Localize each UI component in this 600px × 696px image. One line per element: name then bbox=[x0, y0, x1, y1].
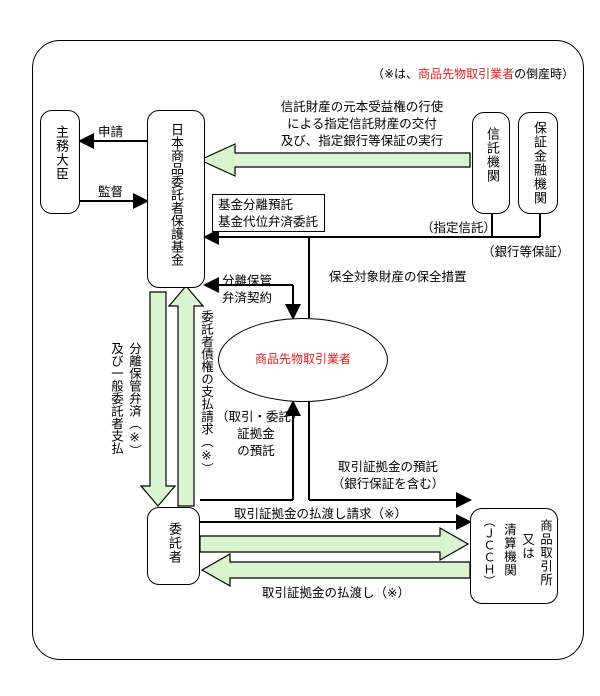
margin-deposit-label: 取引証拠金の預託 （銀行保証を含む） bbox=[331, 459, 445, 491]
guarantee-bank-box: 保証金融機関 bbox=[518, 112, 558, 214]
preservation-label: 保全対象財産の保全措置 bbox=[329, 269, 467, 284]
separate-payment-arrow bbox=[139, 291, 177, 507]
client-to-exchange-arrow bbox=[199, 526, 470, 562]
exchange-box: 商品取引所 又は 清算機関 （ＪＣＣＨ） bbox=[470, 508, 558, 604]
deposit-label: （取引・委託） 証拠金 の預託 bbox=[216, 409, 304, 458]
client-box: 委託者 bbox=[147, 507, 200, 585]
exchange-label-2: 又は bbox=[520, 533, 535, 560]
fund-label: 日本商品委託者保護基金 bbox=[168, 123, 183, 266]
separate-contract-label: 分離保管 弁済契約 bbox=[222, 273, 273, 305]
trust-bank-box: 信託機関 bbox=[472, 112, 510, 214]
bank-guarantee-label: （銀行等保証） bbox=[482, 244, 570, 259]
exchange-label-1: 商品取引所 bbox=[538, 519, 553, 587]
claim-label: 委託者債権の支払請求（※） bbox=[199, 310, 214, 475]
broker-ellipse: 商品先物取引業者 bbox=[218, 318, 388, 402]
guarantee-bank-label: 保証金融機関 bbox=[531, 121, 546, 205]
refund-label: 取引証拠金の払渡し（※） bbox=[262, 585, 410, 600]
fund-box: 日本商品委託者保護基金 bbox=[147, 110, 205, 288]
designated-trust-label: （指定信託） bbox=[421, 220, 497, 235]
refund-request-label: 取引証拠金の払渡し請求（※） bbox=[234, 506, 407, 521]
exchange-label-4: （ＪＣＣＨ） bbox=[482, 515, 496, 587]
minister-box: 主務大臣 bbox=[40, 110, 80, 214]
exchange-label-3: 清算機関 bbox=[502, 523, 517, 577]
minister-label: 主務大臣 bbox=[53, 125, 68, 181]
client-label: 委託者 bbox=[166, 522, 181, 564]
separate-payment-label-1: 分離保管弁済（※） bbox=[127, 342, 142, 457]
broker-label: 商品先物取引業者 bbox=[254, 352, 351, 366]
supervise-label: 監督 bbox=[98, 184, 124, 199]
claim-arrow bbox=[167, 285, 205, 507]
legend-highlight: 商品先物取引業者 bbox=[418, 67, 515, 81]
apply-label: 申請 bbox=[98, 124, 124, 139]
trust-execution-label: 信託財産の元本受益権の行使 による指定信託財産の交付 及び、指定銀行等保証の実行 bbox=[280, 99, 444, 148]
diagram-frame bbox=[32, 40, 584, 660]
legend-note: （※は、商品先物取引業者の倒産時） bbox=[372, 67, 575, 81]
exchange-to-client-arrow bbox=[200, 552, 471, 588]
trust-execution-arrow bbox=[198, 143, 471, 177]
fund-deposit-box: 基金分離預託 基金代位弁済委託 bbox=[212, 194, 325, 232]
trust-bank-label: 信託機関 bbox=[484, 127, 499, 183]
separate-payment-label-2: 及び一般委託者支払 bbox=[109, 342, 124, 455]
